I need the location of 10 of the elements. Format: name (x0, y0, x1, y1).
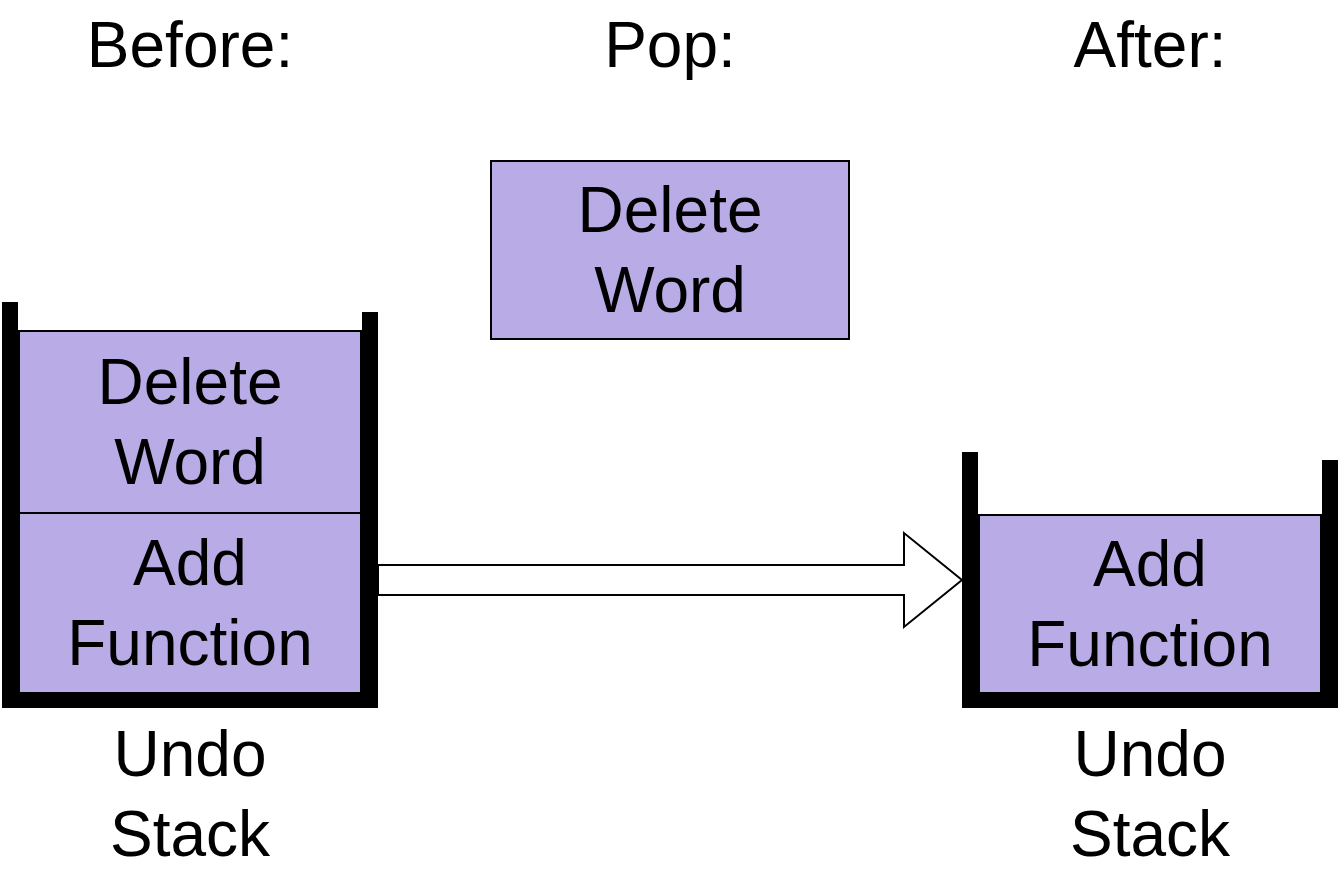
stack-item: Add Function (978, 514, 1322, 694)
block-arrow (377, 530, 964, 630)
column-heading: Pop: (603, 8, 737, 83)
popped-item: Delete Word (490, 160, 850, 340)
stack-item: Delete Word (18, 330, 362, 514)
column-heading: Before: (85, 8, 295, 83)
stack-label: Undo Stack (1068, 717, 1232, 872)
stack-label: Undo Stack (108, 717, 272, 872)
column-heading: After: (1072, 8, 1228, 83)
stack-item: Add Function (18, 512, 362, 694)
